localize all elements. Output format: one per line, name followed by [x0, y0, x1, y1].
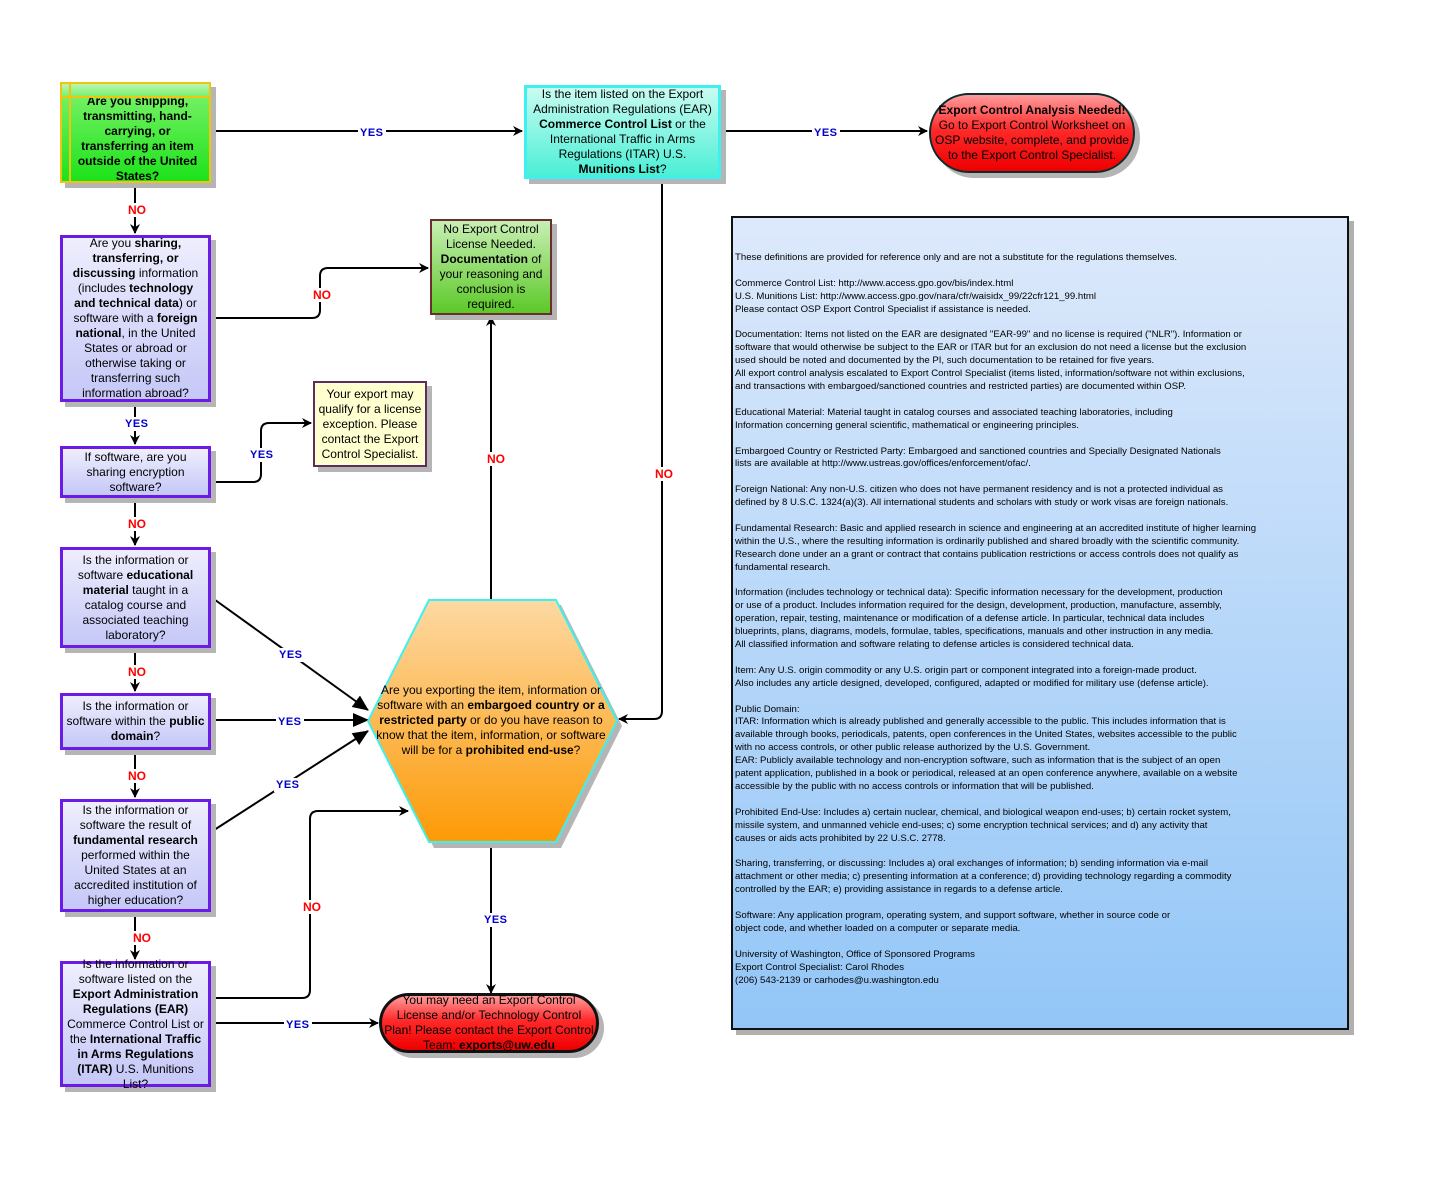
no-license-needed-text: No Export Control License Needed. Docume… [432, 222, 550, 312]
label-yes-hexagon-to-need-license: YES [482, 913, 510, 927]
text-run: U.S. Munitions List? [112, 1061, 194, 1091]
definition-educational-material: Educational Material: Material taught in… [735, 406, 1173, 431]
sharing-question-box: Are you sharing, transferring, or discus… [60, 235, 211, 402]
start-box-decoration [69, 84, 71, 181]
label-yes-encryption-to-exception: YES [248, 448, 276, 462]
text-run: information (includes [77, 266, 199, 295]
definitions-intro: These definitions are provided for refer… [735, 252, 1178, 263]
definition-documentation: Documentation: Items not listed on the E… [735, 329, 1247, 393]
text-run: Is the information or software [77, 552, 189, 582]
text-run: ? [573, 743, 581, 757]
definition-prohibited-end-use: Prohibited End-Use: Includes a) certain … [735, 806, 1231, 844]
text-run: ? [659, 162, 667, 176]
fundamental-research-question-text: Is the information or software the resul… [63, 803, 208, 908]
ear-itar-info-question-text: Is the information or software listed on… [63, 957, 208, 1092]
text-run: exports@uw.edu [459, 1038, 555, 1052]
text-run: or do you have reason to know that the i… [376, 713, 606, 757]
embargo-question-text: Are you exporting the item, information … [372, 683, 610, 758]
educational-question-box: Is the information or software education… [60, 547, 211, 648]
definition-foreign-national: Foreign National: Any non-U.S. citizen w… [735, 484, 1229, 509]
text-run: ) or software with a [73, 296, 197, 325]
fundamental-research-question-box: Is the information or software the resul… [60, 799, 211, 912]
text-run: Is the information or software listed on… [78, 956, 193, 986]
text-run: Commerce Control List or the [67, 1016, 204, 1046]
label-no-ear-bottom-to-hexagon: NO [301, 900, 323, 914]
sharing-question-text: Are you sharing, transferring, or discus… [63, 236, 208, 401]
license-exception-box: Your export may qualify for a license ex… [313, 381, 427, 467]
text-run: or the International Traffic in Arms Reg… [549, 117, 706, 161]
text-run: Munitions List [578, 162, 660, 176]
need-license-terminal: You may need an Export Control License a… [379, 993, 599, 1053]
ear-itar-info-question-box: Is the information or software listed on… [60, 957, 211, 1091]
text-run: educational material [82, 567, 194, 597]
definition-embargoed-country: Embargoed Country or Restricted Party: E… [735, 445, 1221, 470]
public-domain-question-text: Is the information or software within th… [63, 699, 208, 744]
label-yes-fundamental-to-hexagon: YES [274, 778, 302, 792]
definition-item: Item: Any U.S. origin commodity or any U… [735, 664, 1209, 689]
label-no-fundamental-to-ear: NO [131, 931, 153, 945]
public-domain-question-box: Is the information or software within th… [60, 693, 211, 750]
text-run: foreign national [75, 311, 198, 340]
text-run: You may need an Export Control License a… [384, 993, 594, 1052]
license-exception-text: Your export may qualify for a license ex… [318, 386, 422, 461]
label-yes-start-to-ear: YES [358, 126, 386, 140]
label-yes-ear-to-analysis: YES [812, 126, 840, 140]
text-run: sharing, transferring, or discussing [72, 236, 182, 280]
text-run: public domain [110, 714, 205, 743]
encryption-question-text: If software, are you sharing encryption … [84, 449, 187, 494]
no-license-needed-box: No Export Control License Needed. Docume… [430, 219, 552, 315]
text-run: Are you exporting the item, information … [377, 683, 602, 712]
encryption-question-box: If software, are you sharing encryption … [60, 446, 211, 498]
label-yes-ear-bottom-to-need-license: YES [284, 1018, 312, 1032]
text-run: ? [153, 729, 161, 743]
ear-itar-list-text: Is the item listed on the Export Adminis… [527, 87, 718, 177]
analysis-needed-title: Export Control Analysis Needed! [938, 103, 1126, 117]
text-run: Documentation [440, 252, 528, 266]
label-yes-educational-to-hexagon: YES [277, 648, 305, 662]
label-yes-sharing-to-encryption: YES [123, 417, 151, 431]
start-box-decoration [62, 96, 209, 98]
label-no-start-to-sharing: NO [126, 203, 148, 217]
text-run: performed within the United States at an… [74, 848, 197, 907]
label-no-sharing-to-no-license: NO [311, 288, 333, 302]
text-run: Is the information or software the resul… [79, 803, 192, 832]
label-no-encryption-to-educational: NO [126, 517, 148, 531]
text-run: Is the information or software within th… [66, 699, 189, 728]
definitions-panel: These definitions are provided for refer… [731, 216, 1349, 1030]
text-run: technology and technical data [74, 281, 194, 310]
text-run: International Traffic in Arms Regulation… [77, 1031, 202, 1076]
definition-sharing: Sharing, transferring, or discussing: In… [735, 858, 1232, 896]
need-license-text: You may need an Export Control License a… [382, 993, 596, 1053]
label-no-public-to-fundamental: NO [126, 769, 148, 783]
definition-public-domain: Public Domain: ITAR: Information which i… [735, 703, 1238, 793]
label-yes-public-to-hexagon: YES [276, 715, 304, 729]
analysis-needed-body: Go to Export Control Worksheet on OSP we… [935, 118, 1129, 162]
text-run: Are you [89, 236, 135, 250]
text-run: Commerce Control List [539, 117, 672, 131]
label-no-ear-top-to-hexagon: NO [653, 467, 675, 481]
label-no-hexagon-to-no-license: NO [485, 452, 507, 466]
analysis-needed-terminal: Export Control Analysis Needed! Go to Ex… [929, 93, 1135, 173]
start-question-box: Are you shipping, transmitting, hand-car… [60, 82, 211, 183]
definition-fundamental-research: Fundamental Research: Basic and applied … [735, 522, 1257, 573]
text-run: prohibited end-use [465, 743, 574, 757]
text-run: , in the United States or abroad or othe… [82, 326, 196, 400]
text-run: No Export Control License Needed. [443, 222, 539, 251]
text-run: taught in a catalog course and associate… [82, 582, 189, 642]
text-run: fundamental research [73, 833, 198, 847]
ear-itar-list-question: Is the item listed on the Export Adminis… [524, 85, 721, 179]
label-no-educational-to-public: NO [126, 665, 148, 679]
contact-info: University of Washington, Office of Spon… [735, 948, 975, 986]
text-run: Export Administration Regulations (EAR) [72, 986, 199, 1016]
embargo-hexagon [366, 599, 619, 843]
definition-information: Information (includes technology or tech… [735, 587, 1223, 651]
connector-ear-top-to-hexagon [618, 179, 663, 724]
text-run: of your reasoning and conclusion is requ… [439, 252, 543, 311]
definition-software: Software: Any application program, opera… [735, 910, 1171, 934]
educational-question-text: Is the information or software education… [63, 553, 208, 643]
text-run: Is the item listed on the Export Adminis… [533, 87, 712, 116]
text-run: embargoed country or a restricted party [379, 698, 605, 727]
definitions-list-links: Commerce Control List: http://www.access… [735, 277, 1097, 315]
